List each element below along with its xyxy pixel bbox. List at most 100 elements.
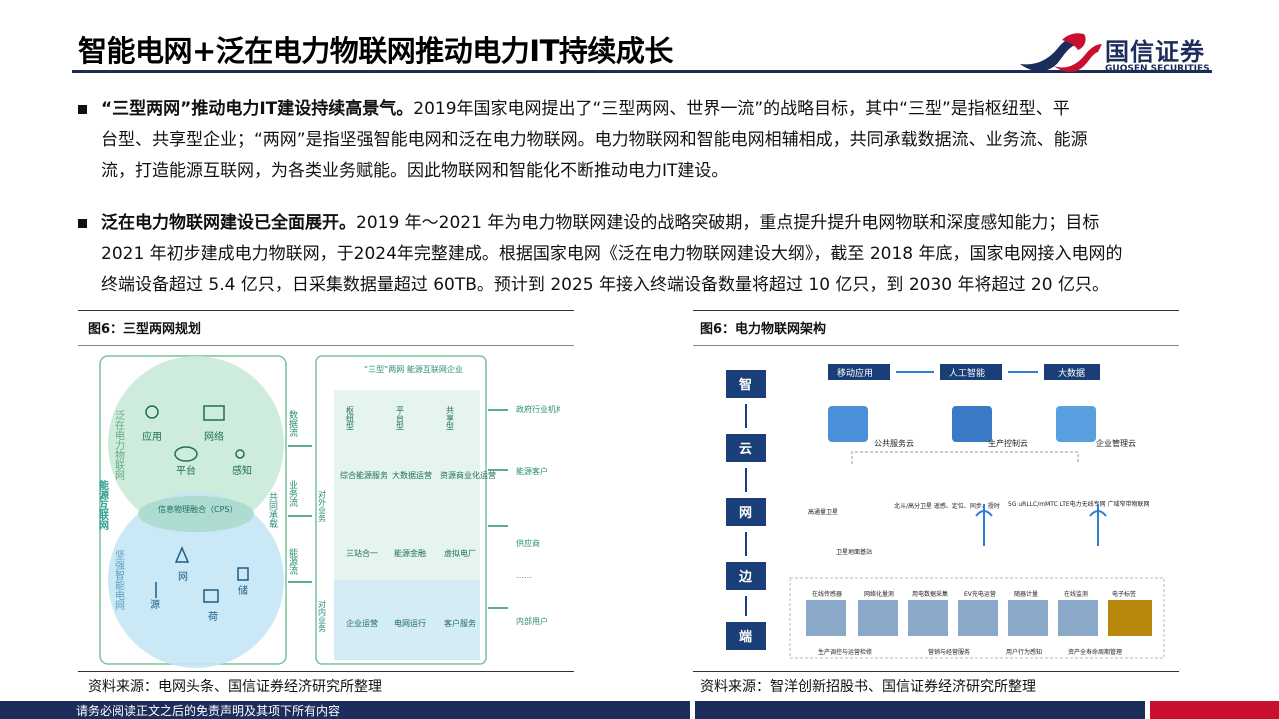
grid-label: 坚强智能电网 (113, 550, 125, 611)
layer-label: 智 (739, 377, 752, 393)
tower-icon (174, 546, 190, 563)
paragraph-line: “三型两网”推动电力IT建设持续高景气。2019年国家电网提出了“三型两网、世界… (101, 94, 1218, 125)
paragraph-line-text: 2019 年～2021 年为电力物联网建设的战略突破期，重点提升提升电网物联和深… (356, 213, 1100, 233)
top-box (940, 364, 1002, 380)
inner-business-label: 对内业务 (318, 599, 327, 633)
figure1-caption-rule (78, 345, 574, 346)
paragraph-line: 台型、共享型企业；“两网”是指坚强智能电网和泛在电力物联网。电力物联网和智能电网… (101, 130, 1088, 150)
rfid-tag-photo (1108, 600, 1152, 636)
inner-item: 电网运行 (394, 618, 426, 628)
logo-english-name: GUOSEN SECURITIES (1105, 64, 1210, 74)
power-iot-architecture-diagram: 智 云 网 边 端 移动应用 人工智能 大数据 (718, 356, 1168, 666)
enterprise-frame (315, 355, 487, 665)
edge-item: 电子标签 (1112, 590, 1136, 598)
target-item: 供应商 (516, 538, 540, 548)
terminal-photo (858, 600, 898, 636)
shared-carry-label: 共同承载 (267, 492, 278, 529)
column-platform: 平台型 (396, 406, 405, 430)
net-label: 北斗/高分卫星 遥感、定位、同步、授时 (894, 502, 1000, 510)
edge-item: 网络化量测 (864, 590, 894, 598)
net-label: 5G uRLLC/mMTC LTE电力无线专网 广域窄带物联网 (1008, 500, 1150, 508)
iot-circle (108, 356, 284, 532)
outer-item: 能源金融 (394, 548, 426, 558)
cloud-label: 企业管理云 (1096, 438, 1136, 448)
grid-item-source: 源 (150, 598, 160, 611)
iot-item-app: 应用 (142, 430, 162, 443)
paragraph-iot-construction: 泛在电力物联网建设已全面展开。2019 年～2021 年为电力物联网建设的战略突… (78, 208, 1218, 301)
iot-item-sensing: 感知 (232, 464, 252, 477)
user-icon (145, 405, 159, 419)
paragraph-line: 泛在电力物联网建设已全面展开。2019 年～2021 年为电力物联网建设的战略突… (101, 208, 1218, 239)
outer-item: 资源商业化运营 (440, 470, 496, 480)
inner-item: 客户服务 (444, 618, 476, 628)
antenna-icon (975, 504, 993, 546)
inner-business-area (334, 580, 480, 660)
top-box (828, 364, 890, 380)
inner-item: 企业运营 (346, 618, 378, 628)
iot-label: 泛在电力物联网 (113, 410, 125, 481)
figure2-caption-rule (693, 345, 1179, 346)
monitor-icon (203, 405, 225, 421)
top-box-label: 移动应用 (837, 367, 873, 379)
cps-label: 信息物理融合（CPS） (158, 504, 238, 514)
layer-label: 端 (739, 629, 752, 645)
bottom-group: 资产全寿命周期管理 (1068, 648, 1122, 656)
edge-item: 在线监测 (1064, 590, 1088, 598)
top-box-label: 大数据 (1058, 367, 1085, 379)
outer-item: 三站合一 (346, 548, 378, 558)
paragraph-line: 2021 年初步建成电力物联网，于2024年完整建成。根据国家电网《泛在电力物联… (101, 244, 1123, 264)
target-item: 政府行业机构 (516, 404, 560, 414)
cloud-connector (851, 451, 1079, 464)
footer-bar: 请务必阅读正文之后的免责声明及其项下所有内容 (0, 701, 1279, 719)
antenna-icon (1089, 504, 1107, 546)
top-box-label: 人工智能 (949, 367, 985, 379)
net-label: 卫星地面基站 (836, 548, 872, 556)
bullet-square-icon (78, 219, 87, 228)
footer-disclaimer: 请务必阅读正文之后的免责声明及其项下所有内容 (76, 704, 341, 718)
layer-box (726, 370, 766, 398)
title-underline (72, 70, 1212, 73)
edge-item: 用电数据采集 (912, 590, 948, 598)
outer-item: 综合能源服务 (340, 470, 388, 480)
layer-box (726, 498, 766, 526)
layer-label: 云 (739, 442, 752, 457)
cloud-app-icon (952, 406, 992, 442)
figure2-bottom-rule (693, 671, 1179, 672)
paragraph-line-text: 2019年国家电网提出了“三型两网、世界一流”的战略目标，其中“三型”是指枢纽型… (413, 99, 1070, 119)
paragraph-line: 终端设备超过 5.4 亿只，日采集数据量超过 60TB。预计到 2025 年接入… (101, 275, 1109, 295)
terminal-photo (1058, 600, 1098, 636)
sensor-icon (235, 449, 245, 459)
layer-box (726, 434, 766, 462)
factory-icon (203, 589, 219, 603)
guosen-logo: 国信证券 GUOSEN SECURITIES (1018, 30, 1218, 76)
cps-overlap (138, 496, 254, 532)
iot-item-platform: 平台 (176, 464, 196, 477)
energy-flow-label: 能源流 (287, 547, 298, 576)
bottom-group: 营销与经营服务 (928, 648, 970, 656)
cloud-app-icon (828, 406, 868, 442)
outer-business-label: 对外业务 (318, 489, 327, 523)
logo-chinese-name: 国信证券 (1105, 38, 1205, 66)
three-types-two-nets-diagram: 能源互联网 泛在电力物联网 坚强智能电网 应用 网络 平台 感知 信息物理融合（… (88, 350, 564, 668)
bottom-group: 用户行为感知 (1006, 648, 1042, 656)
figure1-top-rule (78, 310, 574, 311)
target-item: 内部用户 (516, 616, 548, 626)
cloud-icon (174, 446, 198, 462)
cloud-app-icon (1056, 406, 1096, 442)
column-sharing: 共享型 (446, 406, 455, 430)
grid-item-load: 荷 (208, 611, 218, 623)
terminal-frame (789, 577, 1165, 659)
terminal-photo (908, 600, 948, 636)
paragraph-line: 流，打造能源互联网，为各类业务赋能。因此物联网和智能化不断推动电力IT建设。 (101, 161, 729, 181)
enterprise-title: “三型”两网 能源互联网企业 (364, 364, 463, 374)
figure2-top-rule (693, 310, 1179, 311)
grid-item-storage: 储 (238, 584, 248, 597)
business-flow-label: 业务流 (287, 480, 298, 508)
bottom-group: 生产调控与运营检修 (818, 648, 872, 656)
layer-label: 边 (738, 570, 753, 585)
terminal-photo (958, 600, 998, 636)
terminal-photo (1008, 600, 1048, 636)
target-item: …… (516, 571, 532, 580)
layer-box (726, 622, 766, 650)
grid-circle (108, 492, 284, 668)
